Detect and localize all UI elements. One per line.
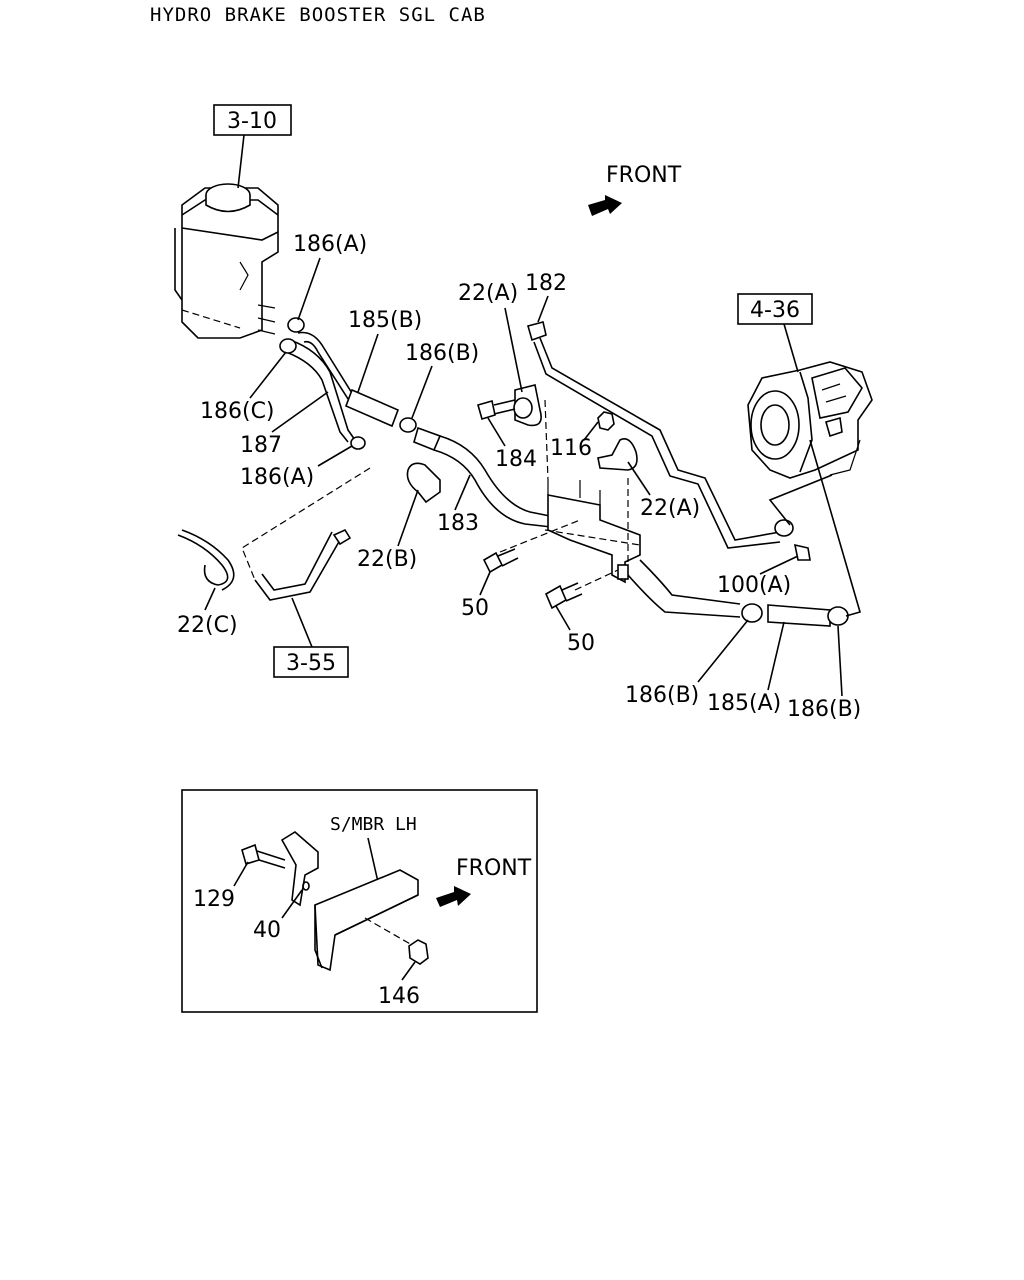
- label-22a-mid: 22(A): [640, 496, 700, 521]
- label-50-right: 50: [567, 631, 595, 656]
- label-183: 183: [437, 511, 479, 536]
- label-182: 182: [525, 271, 567, 296]
- hose-183: [413, 426, 561, 529]
- label-186b-top: 186(B): [405, 341, 479, 366]
- inset-label-146: 146: [378, 984, 420, 1009]
- label-186b-br: 186(B): [787, 697, 861, 722]
- clip-22a-top: [513, 384, 542, 427]
- label-186a-top: 186(A): [293, 232, 367, 257]
- label-185b: 185(B): [348, 308, 422, 333]
- label-184: 184: [495, 447, 537, 472]
- reservoir-tank: [174, 183, 279, 339]
- ref-3-10-label: 3-10: [227, 109, 277, 134]
- hose-185b: [297, 331, 400, 428]
- ref-box-3-55[interactable]: 3-55: [273, 646, 349, 678]
- label-100a: 100(A): [717, 573, 791, 598]
- hose-lower: [627, 559, 849, 627]
- bolt-50-left: [482, 548, 519, 574]
- page-title: HYDRO BRAKE BOOSTER SGL CAB: [150, 4, 486, 26]
- inset-label-40: 40: [253, 918, 281, 943]
- bolt-50-right: [544, 582, 583, 610]
- inset-front-label: FRONT: [456, 856, 532, 881]
- nut-116: [597, 411, 615, 431]
- front-arrow-icon: [436, 886, 471, 907]
- label-187: 187: [240, 433, 282, 458]
- label-22a-top: 22(A): [458, 281, 518, 306]
- inset-label-129: 129: [193, 887, 235, 912]
- label-186b-bl: 186(B): [625, 683, 699, 708]
- label-50-left: 50: [461, 596, 489, 621]
- front-arrow-main: FRONT: [588, 163, 682, 216]
- bolt-184: [477, 399, 516, 421]
- label-186a-bot: 186(A): [240, 465, 314, 490]
- front-label-main: FRONT: [606, 163, 682, 188]
- pipe-3-55: [241, 467, 371, 601]
- label-22c: 22(C): [177, 613, 238, 638]
- ref-box-4-36[interactable]: 4-36: [737, 293, 813, 325]
- clamp-186b-top: [399, 417, 417, 433]
- hydraulic-pump: [747, 361, 873, 479]
- hose-187: [285, 339, 356, 443]
- ref-4-36-label: 4-36: [750, 298, 800, 323]
- clamp-186a-top: [287, 317, 305, 333]
- front-arrow-icon: [588, 195, 622, 216]
- inset-panel: S/MBR LH FRONT 129 40 146: [181, 789, 538, 1013]
- clamp-186a-bot: [350, 436, 366, 450]
- clamp-100a: [793, 543, 811, 561]
- label-185a: 185(A): [707, 691, 781, 716]
- ref-3-55-label: 3-55: [286, 651, 336, 676]
- label-22b: 22(B): [357, 547, 417, 572]
- label-116: 116: [550, 436, 592, 461]
- ref-box-3-10[interactable]: 3-10: [213, 104, 292, 136]
- strap-22c: [177, 529, 235, 591]
- label-186c: 186(C): [200, 399, 275, 424]
- clip-22a-mid: [597, 438, 638, 471]
- clip-22b: [406, 462, 441, 504]
- inset-title: S/MBR LH: [330, 814, 417, 835]
- bracket-assembly: [544, 480, 641, 584]
- clamp-186c: [279, 338, 297, 354]
- pipe-182: [527, 321, 794, 549]
